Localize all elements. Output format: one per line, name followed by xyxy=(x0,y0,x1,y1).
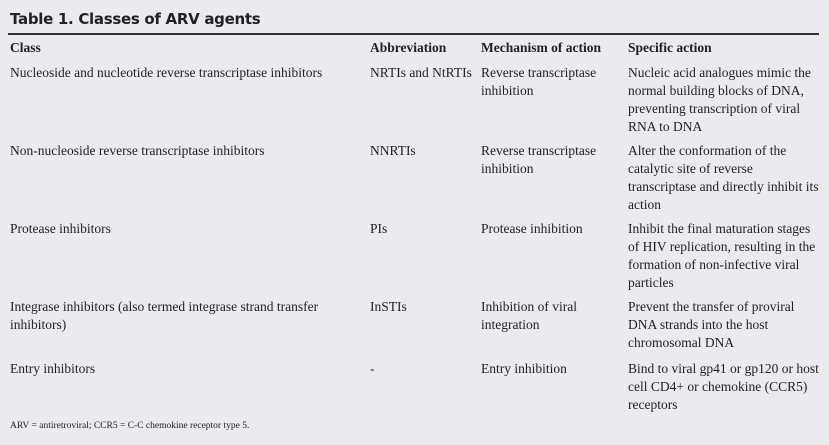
cell-class: Non-nucleoside reverse transcriptase inh… xyxy=(10,143,265,158)
table-title: Table 1. Classes of ARV agents xyxy=(10,10,261,28)
header-specific-action: Specific action xyxy=(628,40,712,55)
cell-specific-action: Inhibit the final maturation stages of H… xyxy=(628,221,816,290)
cell-abbreviation: NNRTIs xyxy=(370,143,416,158)
cell-specific-action: Nucleic acid analogues mimic the normal … xyxy=(628,65,811,134)
header-mechanism: Mechanism of action xyxy=(481,40,601,55)
cell-specific-action: Bind to viral gp41 or gp120 or host cell… xyxy=(628,361,819,412)
cell-class: Entry inhibitors xyxy=(10,361,96,376)
cell-specific-action: Alter the conformation of the catalytic … xyxy=(628,143,819,212)
cell-class: Integrase inhibitors (also termed integr… xyxy=(10,299,319,332)
title-rule xyxy=(8,33,819,35)
footnote: ARV = antiretroviral; CCR5 = C-C chemoki… xyxy=(10,421,250,431)
cell-mechanism: Reverse transcriptase inhibition xyxy=(481,65,597,98)
cell-mechanism: Inhibition of viral integration xyxy=(481,299,577,332)
header-abbreviation: Abbreviation xyxy=(370,40,447,55)
cell-specific-action: Prevent the transfer of proviral DNA str… xyxy=(628,299,795,350)
cell-mechanism: Entry inhibition xyxy=(481,361,567,376)
header-class: Class xyxy=(10,40,41,55)
cell-class: Protease inhibitors xyxy=(10,221,111,236)
cell-abbreviation: NRTIs and NtRTIs xyxy=(370,65,472,80)
cell-abbreviation: PIs xyxy=(370,221,388,236)
cell-abbreviation: - xyxy=(370,361,375,376)
cell-mechanism: Reverse transcriptase inhibition xyxy=(481,143,597,176)
cell-class: Nucleoside and nucleotide reverse transc… xyxy=(10,65,323,80)
cell-mechanism: Protease inhibition xyxy=(481,221,583,236)
cell-abbreviation: InSTIs xyxy=(370,299,407,314)
